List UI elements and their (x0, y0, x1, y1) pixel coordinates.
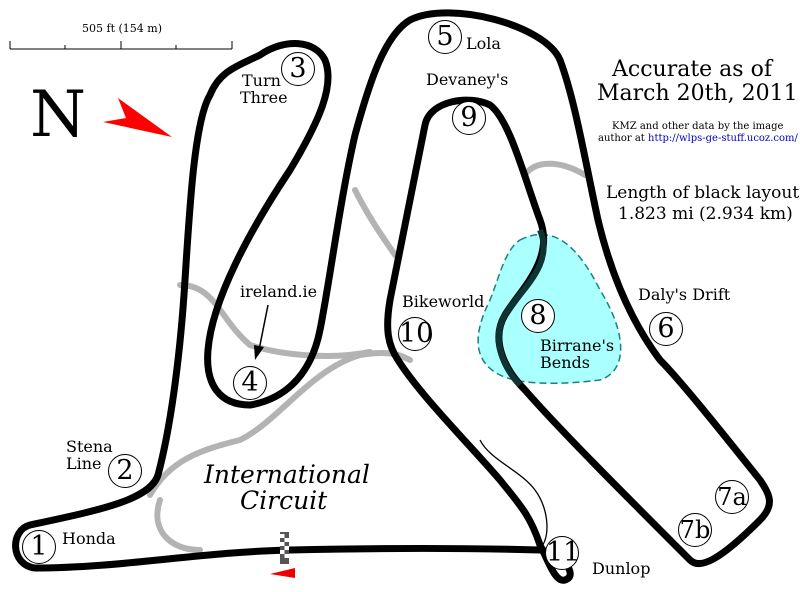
corner-7a: 7a (715, 480, 749, 514)
credit-prefix: author at (598, 133, 648, 144)
north-arrow-icon (103, 98, 172, 137)
circuit-label-1: International (204, 460, 370, 489)
title-line1: Accurate as of (612, 57, 772, 82)
length-value: 1.823 mi (2.934 km) (618, 204, 793, 224)
corner-8: 8 (521, 299, 555, 333)
chicane-line (495, 228, 547, 388)
circuit-label-2: Circuit (240, 486, 328, 515)
length-label: Length of black layout: (606, 183, 800, 203)
corner-name-ireland: ireland.ie (240, 282, 318, 301)
start-flag-icon (270, 568, 295, 578)
scale-label: 505 ft (154 m) (82, 22, 162, 35)
alt-track (147, 160, 588, 553)
corner-name-dalys-drift: Daly's Drift (638, 285, 731, 304)
credit-link[interactable]: http://wlps-ge-stuff.ucoz.com/ (648, 133, 798, 144)
corner-7b: 7b (678, 513, 712, 547)
corner-name-turn: Turn (242, 71, 281, 90)
corner-3: 3 (281, 52, 315, 86)
corner-4: 4 (233, 366, 267, 400)
corner-name-dunlop: Dunlop (592, 559, 651, 578)
pointer-arrow-icon (254, 345, 264, 360)
corner-10: 10 (398, 317, 434, 351)
corner-2: 2 (108, 454, 142, 488)
corner-name-bikeworld: Bikeworld (402, 292, 485, 311)
corner-name-stena-1: Stena (66, 437, 113, 456)
inner-link (479, 439, 548, 549)
corner-name-birranes: Birrane's (540, 336, 615, 355)
corner-name-honda: Honda (62, 529, 116, 548)
scale-bar (9, 41, 233, 50)
corner-6: 6 (649, 312, 683, 346)
credit-line1: KMZ and other data by the image (612, 121, 784, 132)
corner-name-bends: Bends (540, 353, 590, 372)
corner-name-stena-2: Line (66, 454, 102, 473)
corner-1: 1 (22, 530, 56, 564)
corner-11: 11 (545, 536, 581, 570)
corner-name-three: Three (240, 88, 288, 107)
corner-5: 5 (428, 20, 462, 54)
title-line2: March 20th, 2011 (597, 81, 798, 106)
north-label: N (30, 78, 86, 152)
corner-name-devaneys: Devaney's (426, 70, 509, 89)
main-track (12, 9, 773, 584)
corner-name-lola: Lola (466, 34, 501, 53)
corner-9: 9 (452, 101, 486, 135)
